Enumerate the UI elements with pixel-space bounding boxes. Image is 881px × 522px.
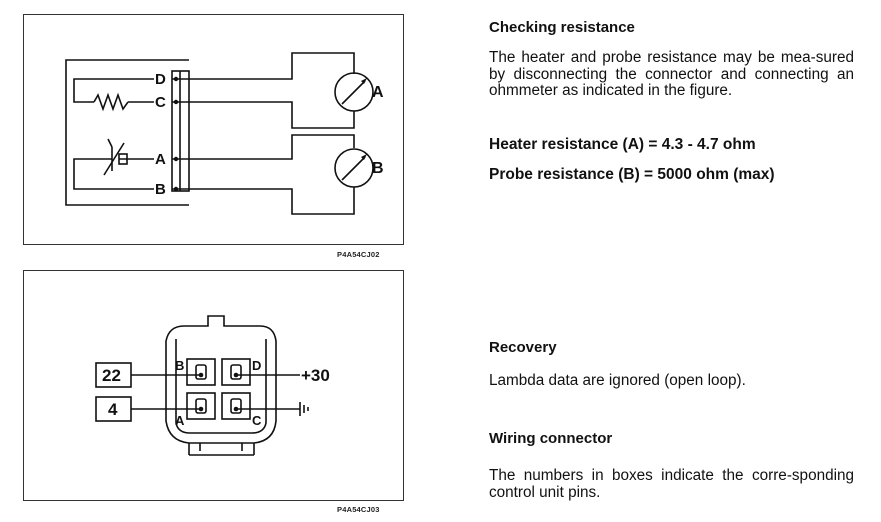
recovery-title: Recovery [489,339,557,356]
supply-label: +30 [301,366,330,385]
meter-a-label: A [372,84,384,101]
pin-label-d: D [155,71,166,88]
figure-resistance-measurement: D C A B A B [23,14,404,245]
probe-resistance-spec: Probe resistance (B) = 5000 ohm (max) [489,166,775,183]
meter-b-label: B [372,160,384,177]
connector-pin-d: D [252,358,261,373]
pin-label-a: A [155,151,166,168]
figure-wiring-connector: 22 4 B D A C +30 [23,270,404,501]
box-pin-22: 22 [102,366,121,385]
pin-label-c: C [155,94,166,111]
connector-pin-a: A [175,413,185,428]
figure-2-code: P4A54CJ03 [337,505,380,514]
recovery-body: Lambda data are ignored (open loop). [489,372,746,389]
connector-diagram: 22 4 B D A C +30 [95,315,330,456]
wiring-connector-body: The numbers in boxes indicate the corre-… [489,467,854,501]
box-pin-4: 4 [108,400,118,419]
resistance-diagram: D C A B A B [65,52,384,215]
figure-1-code: P4A54CJ02 [337,250,380,259]
checking-resistance-body: The heater and probe resistance may be m… [489,49,854,99]
connector-pin-c: C [252,413,262,428]
heater-resistance-spec: Heater resistance (A) = 4.3 - 4.7 ohm [489,136,756,153]
connector-pin-b: B [175,358,184,373]
pin-label-b: B [155,181,166,198]
wiring-connector-title: Wiring connector [489,430,613,447]
checking-resistance-title: Checking resistance [489,19,635,36]
